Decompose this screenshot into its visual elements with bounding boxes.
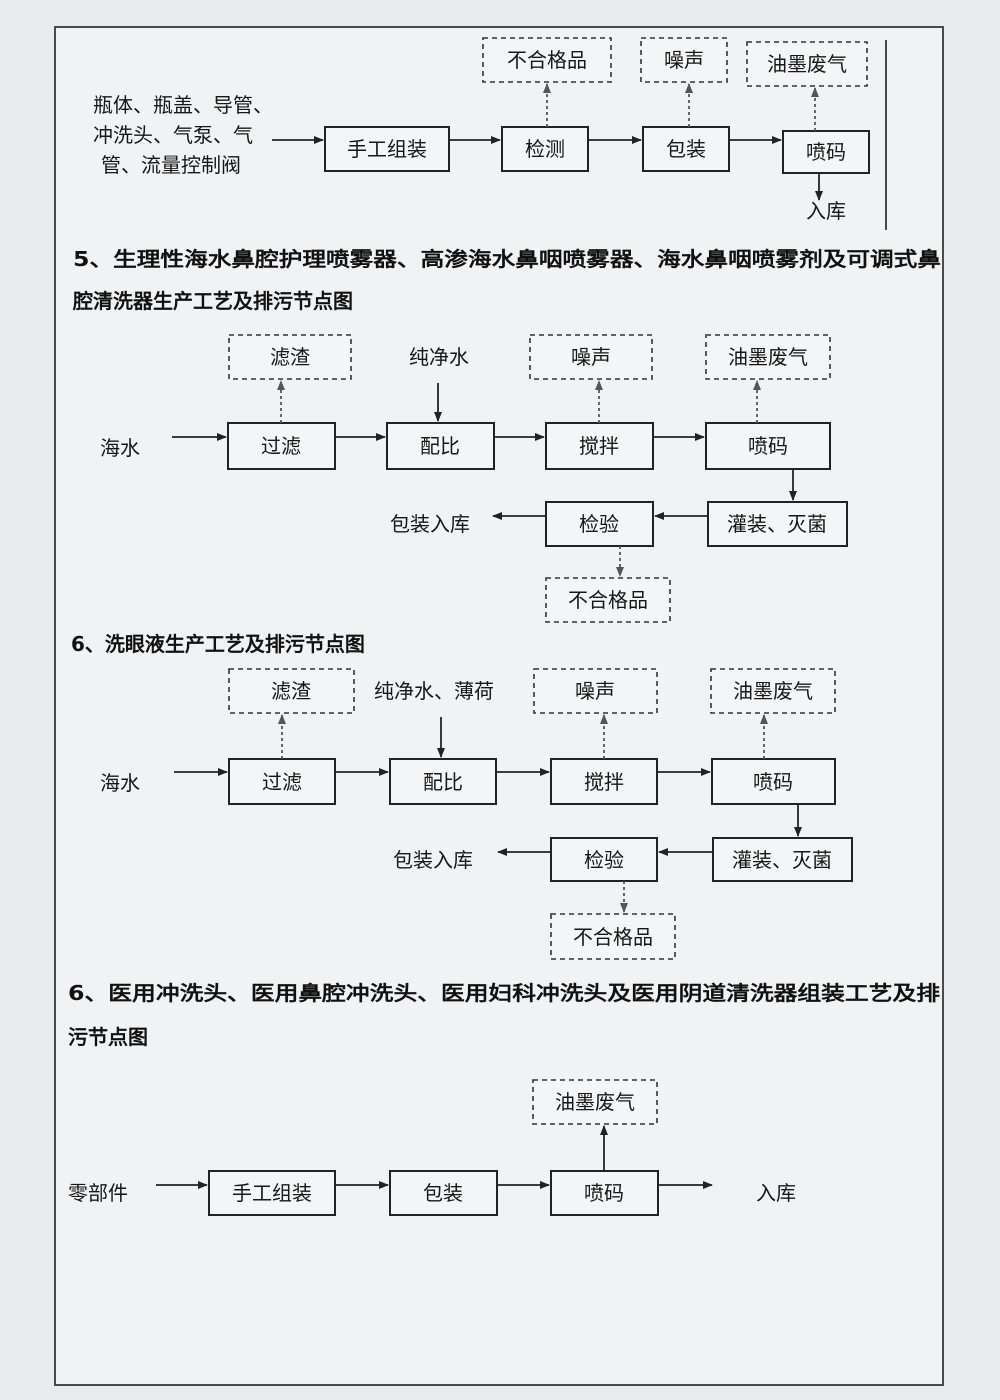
inspection-box — [501, 126, 589, 172]
filter-residue-box — [228, 668, 355, 714]
section-6b-heading-line2: 污节点图 — [68, 1025, 148, 1049]
manual-assembly-box — [324, 126, 450, 172]
testing-label: 检验 — [584, 848, 624, 872]
filter-label: 过滤 — [262, 770, 302, 794]
reject-label: 不合格品 — [568, 588, 648, 612]
filter-residue-label: 滤渣 — [270, 345, 310, 369]
ink-exhaust-box — [532, 1079, 658, 1125]
inkjet-coding-label: 喷码 — [584, 1181, 624, 1205]
filling-sterilization-box — [707, 501, 848, 547]
reject-label: 不合格品 — [507, 48, 587, 72]
packaging-label: 包装 — [666, 137, 706, 161]
inkjet-coding-label: 喷码 — [806, 140, 846, 164]
inkjet-coding-box — [550, 1170, 659, 1216]
packaging-label: 包装 — [423, 1181, 463, 1205]
section-4-diagram: 瓶体、瓶盖、导管、 冲洗头、气泵、气 管、流量控制阀 不合格品 噪声 油墨废气 … — [93, 37, 887, 230]
noise-label: 噪声 — [575, 679, 615, 703]
reject-box — [550, 913, 676, 960]
filter-label: 过滤 — [261, 434, 301, 458]
testing-box — [550, 837, 658, 882]
inkjet-coding-label: 喷码 — [753, 770, 793, 794]
ink-exhaust-box — [746, 41, 868, 87]
noise-box — [533, 668, 658, 714]
pure-water-mint-label: 纯净水、薄荷 — [374, 679, 494, 703]
testing-label: 检验 — [579, 512, 619, 536]
noise-label: 噪声 — [571, 345, 611, 369]
noise-label: 噪声 — [664, 48, 704, 72]
inkjet-coding-label: 喷码 — [748, 434, 788, 458]
ink-exhaust-label: 油墨废气 — [728, 345, 808, 369]
seawater-label: 海水 — [100, 436, 140, 460]
filter-box — [228, 758, 336, 805]
inspection-label: 检测 — [525, 137, 565, 161]
mixing-label: 配比 — [420, 434, 460, 458]
filling-sterilization-label: 灌装、灭菌 — [727, 512, 827, 536]
section-6b-heading-line1: 6、医用冲洗头、医用鼻腔冲洗头、医用妇科冲洗头及医用阴道清洗器组装工艺及排 — [68, 981, 940, 1005]
inkjet-coding-box — [711, 758, 836, 805]
testing-box — [545, 501, 654, 547]
mixing-label: 配比 — [423, 770, 463, 794]
stirring-label: 搅拌 — [584, 770, 624, 794]
input-materials-line1: 瓶体、瓶盖、导管、 — [93, 93, 273, 117]
mixing-box — [386, 422, 495, 470]
pack-store-label: 包装入库 — [393, 848, 473, 872]
ink-exhaust-label: 油墨废气 — [555, 1090, 635, 1114]
ink-exhaust-box — [705, 334, 831, 380]
manual-assembly-label: 手工组装 — [347, 137, 427, 161]
parts-label: 零部件 — [68, 1181, 128, 1205]
pure-water-label: 纯净水 — [409, 345, 469, 369]
pack-store-label: 包装入库 — [390, 512, 470, 536]
reject-box — [545, 577, 671, 623]
mixing-box — [389, 758, 497, 805]
section-5-heading-line1: 5、生理性海水鼻腔护理喷雾器、高渗海水鼻咽喷雾器、海水鼻咽喷雾剂及可调式鼻 — [73, 247, 941, 271]
section-5-diagram: 5、生理性海水鼻腔护理喷雾器、高渗海水鼻咽喷雾器、海水鼻咽喷雾剂及可调式鼻 腔清… — [72, 247, 941, 623]
noise-box — [529, 334, 653, 380]
input-materials-line3: 管、流量控制阀 — [101, 153, 241, 177]
ink-exhaust-label: 油墨废气 — [767, 52, 847, 76]
section-6b-diagram: 6、医用冲洗头、医用鼻腔冲洗头、医用妇科冲洗头及医用阴道清洗器组装工艺及排 污节… — [68, 981, 940, 1216]
filter-residue-box — [228, 334, 352, 380]
warehouse-label: 入库 — [806, 199, 846, 223]
section-5-heading-line2: 腔清洗器生产工艺及排污节点图 — [72, 289, 353, 313]
packaging-box — [389, 1170, 498, 1216]
reject-box — [482, 37, 612, 83]
stirring-box — [550, 758, 658, 805]
seawater-label: 海水 — [100, 771, 140, 795]
stirring-box — [545, 422, 654, 470]
noise-box — [640, 37, 728, 83]
section-6a-diagram: 6、洗眼液生产工艺及排污节点图 滤渣 纯净水、薄荷 噪声 油墨废气 海水 过滤 … — [71, 632, 853, 960]
reject-label: 不合格品 — [573, 925, 653, 949]
manual-assembly-box — [208, 1170, 336, 1216]
inkjet-coding-box — [705, 422, 831, 470]
filter-box — [227, 422, 336, 470]
filling-sterilization-label: 灌装、灭菌 — [732, 848, 832, 872]
manual-assembly-label: 手工组装 — [232, 1181, 312, 1205]
inkjet-coding-box — [782, 130, 870, 174]
ink-exhaust-box — [710, 668, 836, 714]
stirring-label: 搅拌 — [579, 434, 619, 458]
packaging-box — [642, 126, 730, 172]
filling-sterilization-box — [712, 837, 853, 882]
warehouse-label: 入库 — [756, 1181, 796, 1205]
filter-residue-label: 滤渣 — [271, 679, 311, 703]
section-6a-heading: 6、洗眼液生产工艺及排污节点图 — [71, 632, 365, 656]
input-materials-line2: 冲洗头、气泵、气 — [93, 123, 253, 147]
ink-exhaust-label: 油墨废气 — [733, 679, 813, 703]
